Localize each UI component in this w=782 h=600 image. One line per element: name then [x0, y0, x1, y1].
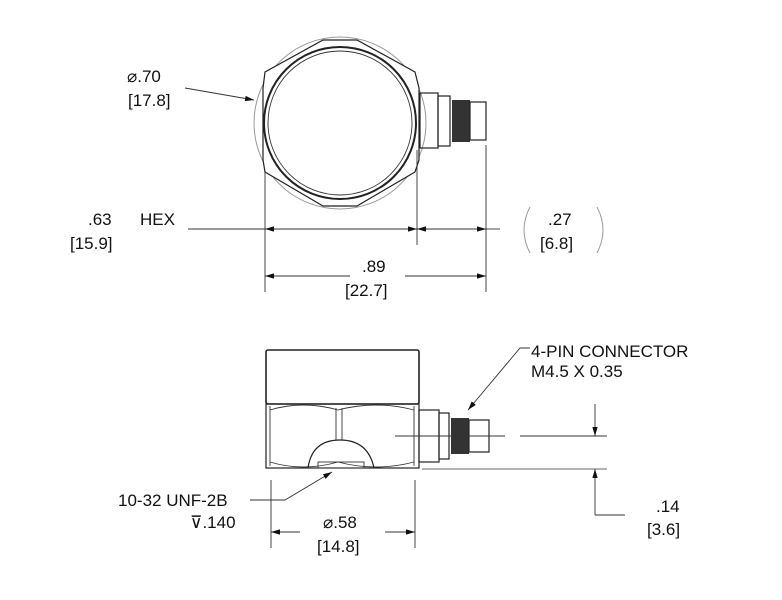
hex-mm-label: [15.9] [70, 234, 113, 253]
connector-label: 4-PIN CONNECTOR [531, 342, 688, 361]
connector-thread [452, 100, 470, 142]
diameter-mm-label: [17.8] [128, 91, 171, 110]
connector-thread-label: M4.5 X 0.35 [531, 362, 623, 381]
base-diameter-mm-label: [14.8] [317, 537, 360, 556]
connector-top [419, 92, 487, 149]
connector-leader [467, 347, 530, 411]
base-diameter-in-label: ⌀.58 [323, 513, 357, 532]
width-in-label: .89 [362, 257, 386, 276]
outer-diameter-arc [253, 36, 427, 210]
hex-label: HEX [140, 210, 175, 229]
paren-right [596, 206, 604, 254]
connector-in-label: .27 [548, 210, 572, 229]
thread-leader [250, 471, 333, 501]
width-mm-label: [22.7] [345, 281, 388, 300]
hex-in-label: .63 [88, 210, 112, 229]
paren-left [523, 206, 531, 254]
thread-label: 10-32 UNF-2B [118, 491, 228, 510]
offset-mm-label: [3.6] [647, 520, 680, 539]
side-view: 4-PIN CONNECTOR M4.5 X 0.35 10-32 UNF-2B… [118, 342, 688, 556]
offset-in-label: .14 [656, 497, 680, 516]
sensor-body-inner-circle [267, 50, 413, 196]
thread-depth-label: ⊽.140 [190, 513, 236, 532]
diameter-in-label: ⌀.70 [127, 67, 161, 86]
top-view: ⌀.70 [17.8] .63 HEX [15.9] .27 [6.8] .89… [70, 36, 604, 300]
diameter-leader [184, 87, 255, 102]
body-cap [265, 349, 420, 405]
connector-mm-label: [6.8] [540, 234, 573, 253]
mounting-hole [307, 439, 375, 469]
sensor-body-circle [263, 46, 417, 200]
hex-outline [262, 39, 420, 207]
